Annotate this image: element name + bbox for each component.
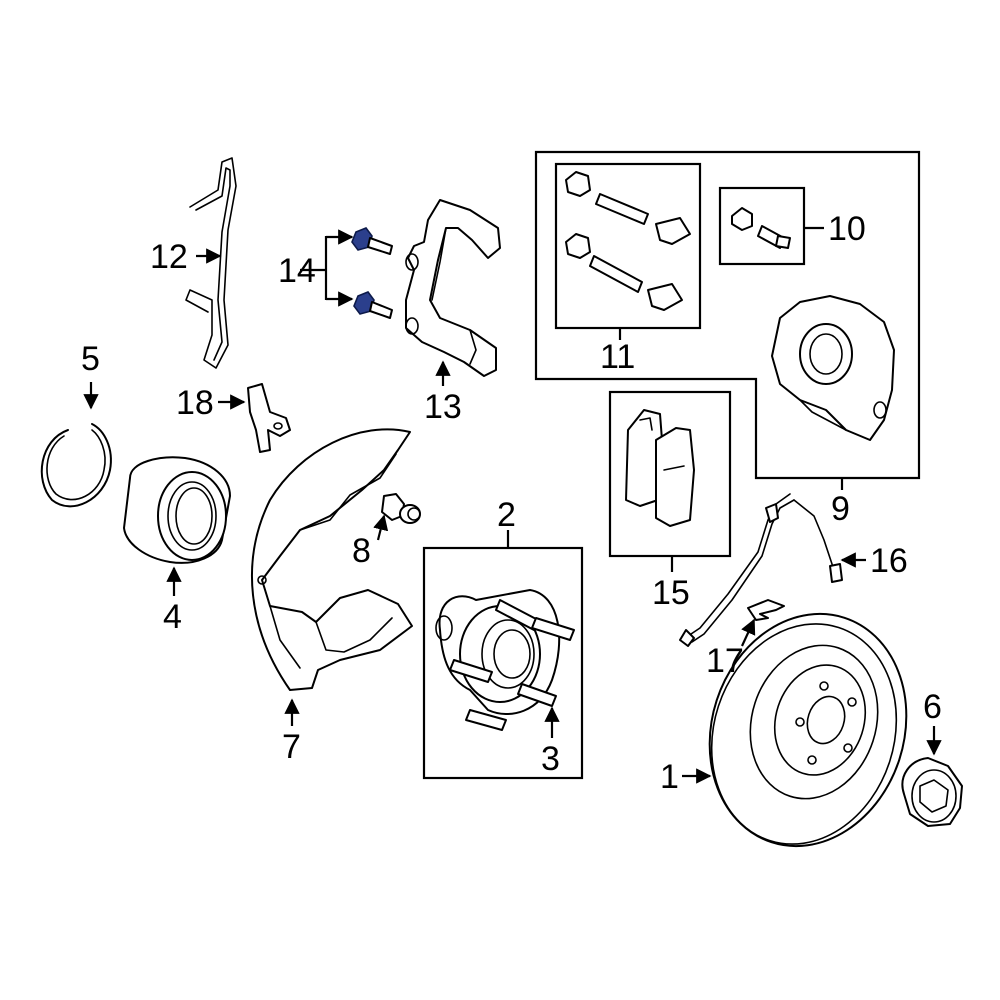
callout-5: 5: [81, 340, 100, 378]
bleeder-screw-kit[interactable]: [731, 207, 791, 249]
caliper-bolt-upper[interactable]: [351, 227, 393, 255]
callout-13: 13: [424, 388, 462, 426]
caliper-bracket[interactable]: [405, 199, 501, 377]
callout-10: 10: [828, 210, 866, 248]
caliper-bolt-lower[interactable]: [353, 291, 393, 319]
brake-hose[interactable]: [679, 493, 843, 647]
hub-nut[interactable]: [901, 757, 963, 827]
callout-15: 15: [652, 574, 690, 612]
callout-11: 11: [600, 338, 635, 376]
callout-12: 12: [150, 238, 188, 276]
sensor-bracket[interactable]: [247, 383, 291, 453]
callout-17: 17: [706, 642, 744, 680]
callout-18: 18: [176, 384, 214, 422]
brake-caliper[interactable]: [771, 295, 895, 441]
caliper-kit-box: [534, 150, 921, 480]
callout-14: 14: [278, 252, 316, 290]
callout-2: 2: [497, 496, 516, 534]
callout-16: 16: [870, 542, 908, 580]
pin-kit-box: [554, 162, 702, 330]
anti-rattle-spring[interactable]: [185, 157, 237, 369]
bleeder-kit-box: [718, 186, 806, 266]
splash-shield[interactable]: [250, 428, 413, 691]
brake-rotor[interactable]: [680, 588, 936, 872]
callout-1: 1: [660, 758, 679, 796]
callout-6: 6: [923, 688, 942, 726]
wheel-studs[interactable]: [449, 599, 575, 731]
brake-pads[interactable]: [625, 409, 695, 527]
shield-bolt[interactable]: [381, 493, 421, 524]
caliper-pin-kit[interactable]: [565, 171, 691, 311]
callout-3: 3: [541, 740, 560, 778]
callout-4: 4: [163, 598, 182, 636]
pad-kit-box: [608, 390, 732, 558]
hose-clip[interactable]: [747, 599, 785, 621]
callout-9: 9: [831, 490, 850, 528]
hub-box: [422, 546, 584, 780]
callout-7: 7: [282, 728, 301, 766]
callout-8: 8: [352, 532, 371, 570]
snap-ring[interactable]: [40, 423, 112, 508]
wheel-bearing[interactable]: [123, 456, 231, 564]
